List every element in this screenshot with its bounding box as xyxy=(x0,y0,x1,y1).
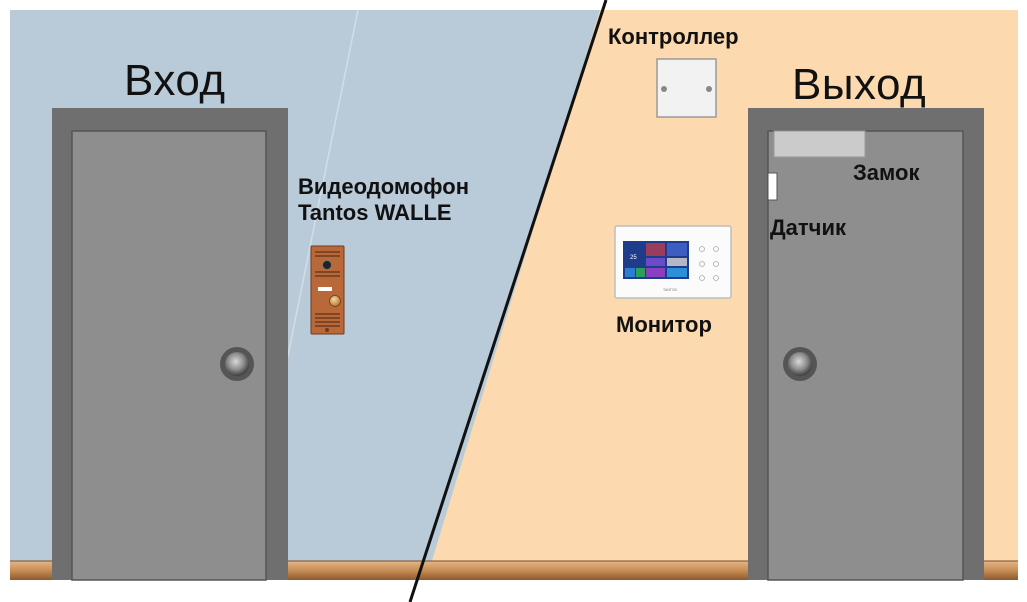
exit-door xyxy=(748,108,984,581)
controller-label: Контроллер xyxy=(608,24,739,49)
intercom-camera xyxy=(322,260,332,270)
monitor-button-5 xyxy=(699,275,705,281)
entrance-label: Вход xyxy=(124,56,226,105)
monitor-label: Монитор xyxy=(616,312,712,337)
intercom-call-button xyxy=(329,295,341,307)
door-sensor xyxy=(767,172,778,201)
indoor-monitor: 25 TANTOS xyxy=(614,225,732,299)
controller-box xyxy=(656,58,717,118)
intercom-label-line2: Tantos WALLE xyxy=(298,200,452,225)
intercom-name-plate xyxy=(318,287,332,291)
monitor-button-3 xyxy=(699,261,705,267)
monitor-brand: TANTOS xyxy=(663,288,678,292)
entrance-door xyxy=(52,108,288,581)
sensor-label: Датчик xyxy=(770,215,846,240)
monitor-button-6 xyxy=(713,275,719,281)
entrance-door-knob-face xyxy=(225,352,249,376)
controller-screw-left xyxy=(661,86,667,92)
intercom-label: Видеодомофон Tantos WALLE xyxy=(298,174,469,226)
intercom-label-line1: Видеодомофон xyxy=(298,174,469,199)
exit-label: Выход xyxy=(792,60,927,109)
monitor-date-day: 25 xyxy=(630,255,637,261)
controller-screw-right xyxy=(706,86,712,92)
lock-label: Замок xyxy=(853,160,920,185)
monitor-button-4 xyxy=(713,261,719,267)
boundary-line xyxy=(408,0,608,602)
monitor-button-2 xyxy=(713,246,719,252)
exit-door-knob-face xyxy=(788,352,812,376)
wall-highlight xyxy=(282,9,359,381)
electric-lock xyxy=(773,130,866,158)
intercom-panel xyxy=(310,245,345,335)
monitor-button-1 xyxy=(699,246,705,252)
